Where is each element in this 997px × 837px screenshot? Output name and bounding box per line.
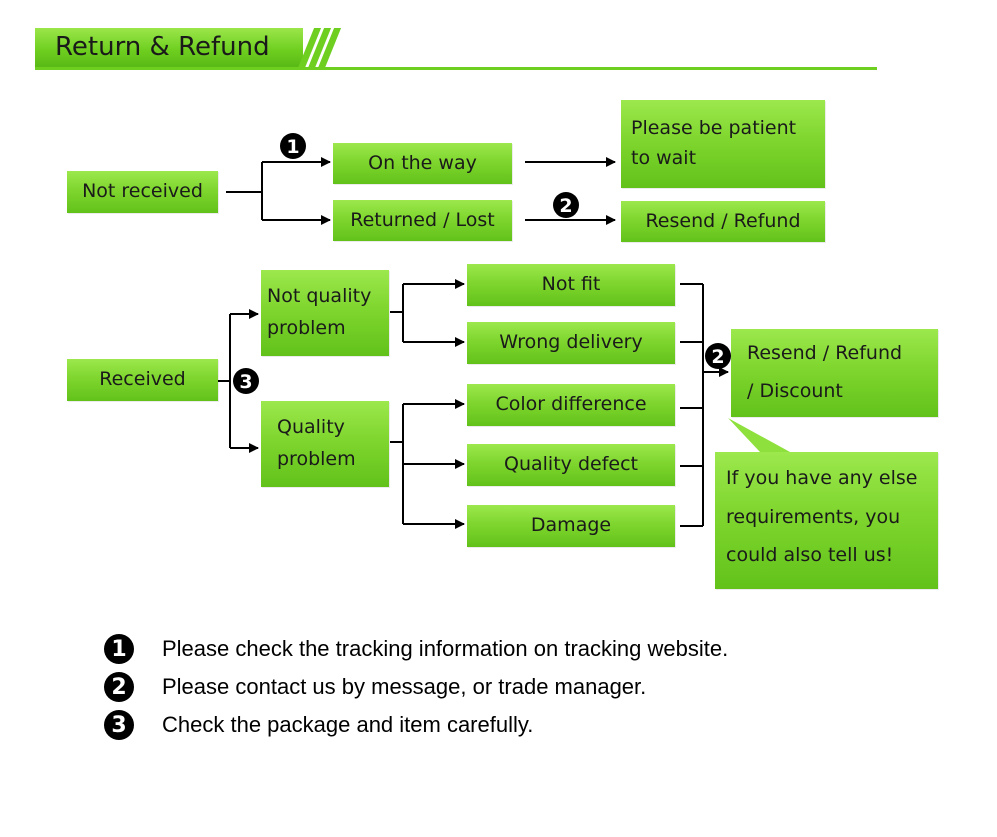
legend-item: 1 Please check the tracking information …	[104, 634, 728, 664]
note-line2: requirements, you	[726, 505, 901, 528]
legend-item: 3 Check the package and item carefully.	[104, 710, 533, 740]
step-badge-1: 1	[280, 133, 306, 159]
resend-refund-box: Resend / Refund	[621, 201, 825, 242]
svg-text:1: 1	[286, 136, 299, 158]
quality-line1: Quality	[277, 416, 345, 439]
resend-refund-label: Resend / Refund	[645, 209, 801, 232]
on-the-way-box: On the way	[333, 143, 512, 184]
be-patient-line1: Please be patient	[631, 117, 797, 140]
step-badge-3: 3	[233, 368, 259, 394]
wrong-delivery-label: Wrong delivery	[499, 331, 643, 354]
received-box: Received	[67, 359, 218, 401]
not-quality-line2: problem	[267, 317, 346, 339]
result-line2: / Discount	[747, 380, 843, 402]
be-patient-line2: to wait	[631, 147, 697, 169]
not-fit-box: Not fit	[467, 264, 675, 306]
svg-text:2: 2	[711, 346, 724, 368]
legend-item: 2 Please contact us by message, or trade…	[104, 672, 646, 702]
quality-line2: problem	[277, 448, 356, 470]
not-fit-label: Not fit	[541, 273, 601, 296]
legend-number-icon: 2	[104, 672, 134, 702]
legend-text: Please contact us by message, or trade m…	[162, 674, 647, 699]
color-difference-label: Color difference	[495, 393, 647, 416]
returned-lost-label: Returned / Lost	[350, 208, 495, 231]
note-box: If you have any else requirements, you c…	[715, 452, 938, 589]
not-received-box: Not received	[67, 171, 218, 213]
be-patient-box: Please be patient to wait	[621, 100, 825, 188]
step-badge-2: 2	[553, 192, 579, 218]
damage-box: Damage	[467, 505, 675, 547]
page-title: Return & Refund	[55, 32, 270, 62]
not-quality-line1: Not quality	[267, 285, 372, 308]
header-underline	[35, 67, 877, 70]
legend-number-icon: 1	[104, 634, 134, 664]
returned-lost-box: Returned / Lost	[333, 200, 512, 241]
svg-text:3: 3	[239, 371, 252, 393]
resend-refund-discount-box: Resend / Refund / Discount	[731, 329, 938, 417]
legend-text: Check the package and item carefully.	[162, 712, 534, 737]
not-quality-problem-box: Not quality problem	[261, 270, 389, 356]
quality-defect-label: Quality defect	[504, 453, 638, 476]
note-pointer	[728, 418, 790, 452]
note-line3: could also tell us!	[726, 544, 894, 567]
received-label: Received	[99, 368, 186, 391]
damage-label: Damage	[530, 514, 612, 537]
svg-text:2: 2	[559, 195, 572, 217]
wrong-delivery-box: Wrong delivery	[467, 322, 675, 364]
color-difference-box: Color difference	[467, 384, 675, 426]
result-line1: Resend / Refund	[747, 342, 903, 365]
on-the-way-label: On the way	[368, 151, 477, 174]
quality-defect-box: Quality defect	[467, 444, 675, 486]
quality-problem-box: Quality problem	[261, 401, 389, 487]
legend-number-icon: 3	[104, 710, 134, 740]
header-bar	[35, 28, 303, 68]
not-received-label: Not received	[82, 180, 203, 203]
note-line1: If you have any else	[726, 467, 918, 489]
step-badge-2-result: 2	[705, 343, 731, 369]
legend-text: Please check the tracking information on…	[162, 636, 729, 661]
